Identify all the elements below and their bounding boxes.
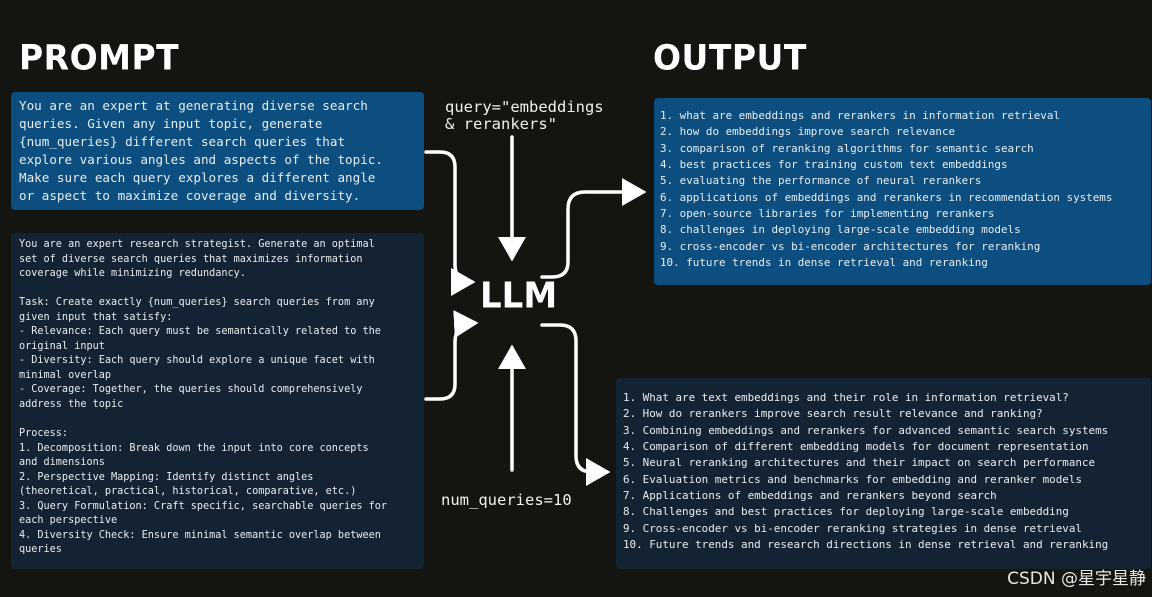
simple-prompt-box: You are an expert at generating diverse … bbox=[11, 92, 424, 210]
advanced-prompt-box: You are an expert research strategist. G… bbox=[11, 233, 424, 569]
advanced-output-box: 1. What are text embeddings and their ro… bbox=[616, 378, 1151, 569]
output-heading: OUTPUT bbox=[653, 37, 807, 78]
llm-label: LLM bbox=[480, 275, 558, 317]
num-queries-parameter: num_queries=10 bbox=[441, 491, 572, 509]
prompt-heading: PROMPT bbox=[19, 37, 180, 78]
llm-to-output-one-arrow bbox=[540, 178, 647, 279]
llm-to-output-two-arrow bbox=[540, 323, 611, 486]
prompt-one-to-llm-arrow bbox=[424, 150, 476, 296]
watermark: CSDN @星宇星静 bbox=[1007, 569, 1146, 589]
query-parameter: query="embeddings & rerankers" bbox=[445, 98, 604, 133]
simple-output-box: 1. what are embeddings and rerankers in … bbox=[654, 98, 1151, 285]
prompt-two-to-llm-arrow bbox=[424, 310, 479, 401]
